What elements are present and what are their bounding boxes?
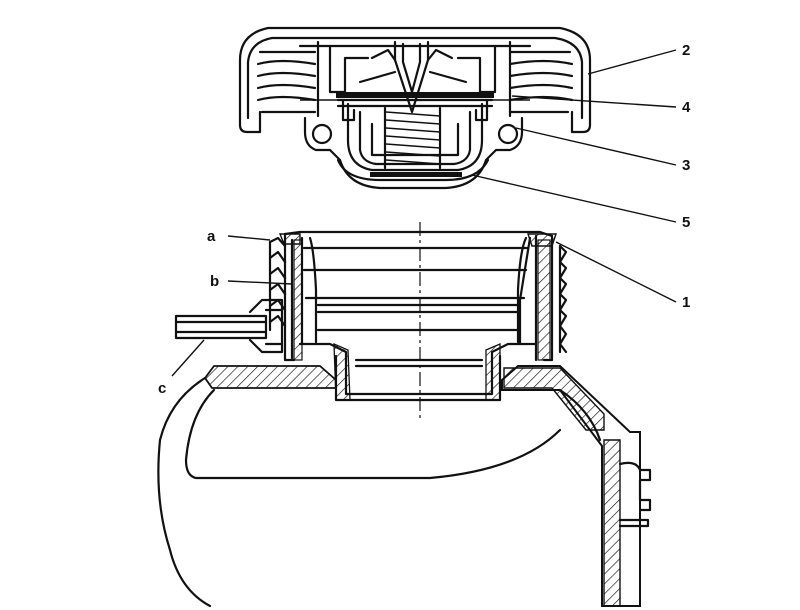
callout-leaders [171,49,677,377]
callout-a-label: a [207,228,216,245]
o-ring-seals [311,123,519,145]
callout-5-label: 5 [682,214,690,231]
overflow-hose-nipple [174,298,284,354]
valve-stem [358,40,468,114]
cap-grip-ribs-right [508,50,574,114]
callout-labels: 2 4 3 5 1 a b c [158,42,691,397]
callout-1-label: 1 [682,294,690,311]
callout-b-label: b [210,273,219,290]
callout-2-label: 2 [682,42,690,59]
filler-neck-thread-right [534,234,568,362]
valve-spring [383,106,442,170]
callout-4-label: 4 [682,99,691,116]
reservoir-body [157,222,652,608]
cap-grip-ribs-left [256,50,317,114]
callout-c-label: c [158,380,166,397]
pressure-cap [238,26,592,190]
callout-3-label: 3 [682,157,690,174]
filler-neck-thread-left [268,232,303,362]
